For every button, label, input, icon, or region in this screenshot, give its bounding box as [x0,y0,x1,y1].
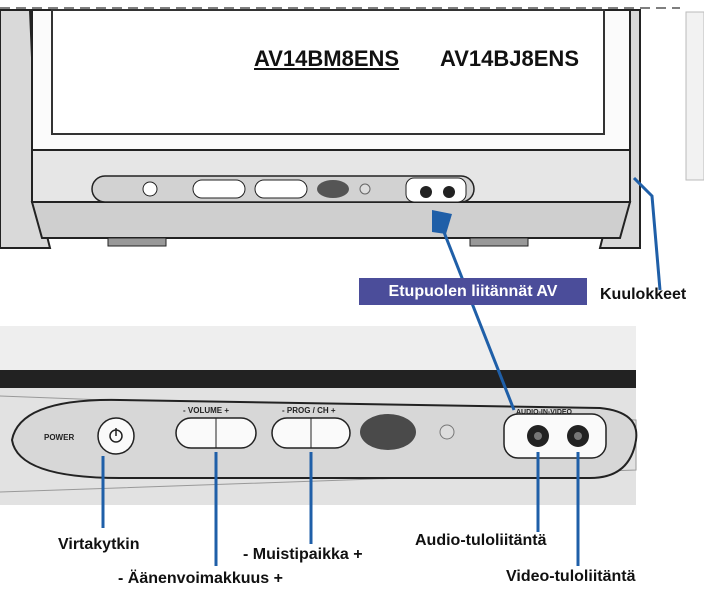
panel-prog-label: - PROG / CH + [282,406,336,415]
model-name-1: AV14BM8ENS [254,46,400,71]
panel-power-label: POWER [44,433,74,442]
panel-enlarged: POWER - VOLUME + - PROG / CH + AUDIO-IN-… [0,326,638,505]
av-jack-box [503,413,607,459]
panel-volume-label: - VOLUME + [183,406,229,415]
tv-front [0,9,704,249]
model-name-2: AV14BJ8ENS [440,46,579,71]
headphones-label: Kuulokkeet [600,286,687,303]
plug-icon [432,210,452,234]
panel-av-label: AUDIO-IN-VIDEO [516,409,573,416]
power-switch-label: Virtakytkin [58,536,140,553]
callout-lines [101,176,662,566]
video-in-label: Video-tuloliitäntä [506,568,636,585]
program-label: - Muistipaikka + [243,546,363,563]
av-callout-line [438,221,516,411]
headphones-callout-line [632,176,662,291]
volume-label: - Äänenvoimakkuus + [118,570,283,587]
front-av-tag: Etupuolen liitännät AV [359,278,587,305]
audio-in-label: Audio-tuloliitäntä [415,532,547,549]
ir-sensor [360,414,416,450]
